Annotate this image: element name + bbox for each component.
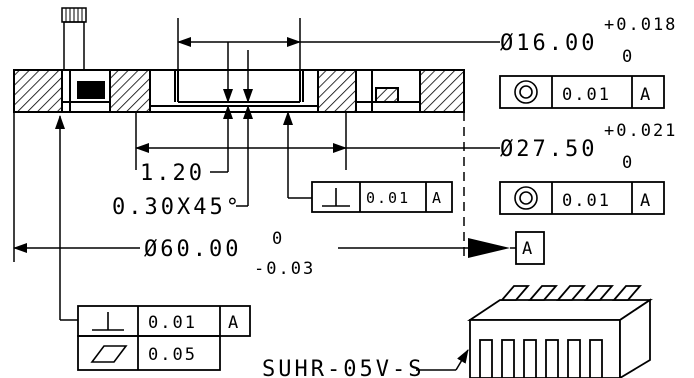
pocket-tol-lower: 0 (622, 153, 634, 173)
svg-text:A: A (640, 191, 652, 211)
datum-a-box: A (515, 231, 545, 265)
hatch-left-rim (13, 69, 63, 113)
svg-text:0.01: 0.01 (366, 189, 410, 207)
fcf-bore-concentricity: 0.01 A (499, 75, 665, 109)
ribbon-cable (63, 21, 85, 71)
outer-diameter: Ø60.00 (144, 237, 241, 262)
datum-arrow (468, 238, 510, 258)
svg-text:0.01: 0.01 (562, 191, 611, 211)
svg-text:A: A (432, 189, 443, 207)
svg-text:A: A (522, 239, 534, 259)
bore-tol-upper: +0.018 (604, 15, 677, 35)
svg-text:0.01: 0.01 (148, 313, 197, 333)
hatch-right-wall (317, 69, 357, 113)
flatness-icon (90, 345, 128, 363)
connector-body-section (77, 81, 105, 99)
connector-drawing (467, 285, 653, 378)
fcf-bottom-stack: 0.01 A 0.05 (77, 305, 251, 371)
concentricity-icon (514, 80, 538, 104)
bore-diameter: Ø16.00 (500, 31, 597, 56)
perpendicularity-icon (322, 188, 350, 207)
svg-text:0.05: 0.05 (148, 345, 197, 365)
depth-dimension: 1.20 (140, 161, 205, 186)
part-cross-section (13, 7, 465, 113)
bore-tol-lower: 0 (622, 47, 634, 67)
outer-tol-lower: -0.03 (254, 259, 315, 279)
perpendicularity-icon (92, 312, 124, 331)
fcf-pocket-concentricity: 0.01 A (499, 181, 665, 215)
svg-text:0.01: 0.01 (562, 85, 611, 105)
concentricity-icon (514, 186, 538, 210)
hatch-left-wall (109, 69, 151, 113)
hatch-right-rim (419, 69, 465, 113)
pocket-diameter: Ø27.50 (500, 137, 597, 162)
fcf-face-perpendicularity: 0.01 A (311, 181, 453, 213)
dimension-lines (13, 18, 516, 371)
svg-text:A: A (640, 85, 652, 105)
svg-text:A: A (228, 313, 240, 333)
connector-label: SUHR-05V-S (262, 357, 424, 378)
chamfer-dimension: 0.30X45° (112, 195, 242, 220)
pocket-tol-upper: +0.021 (604, 121, 677, 141)
outer-tol-upper: 0 (272, 229, 284, 249)
